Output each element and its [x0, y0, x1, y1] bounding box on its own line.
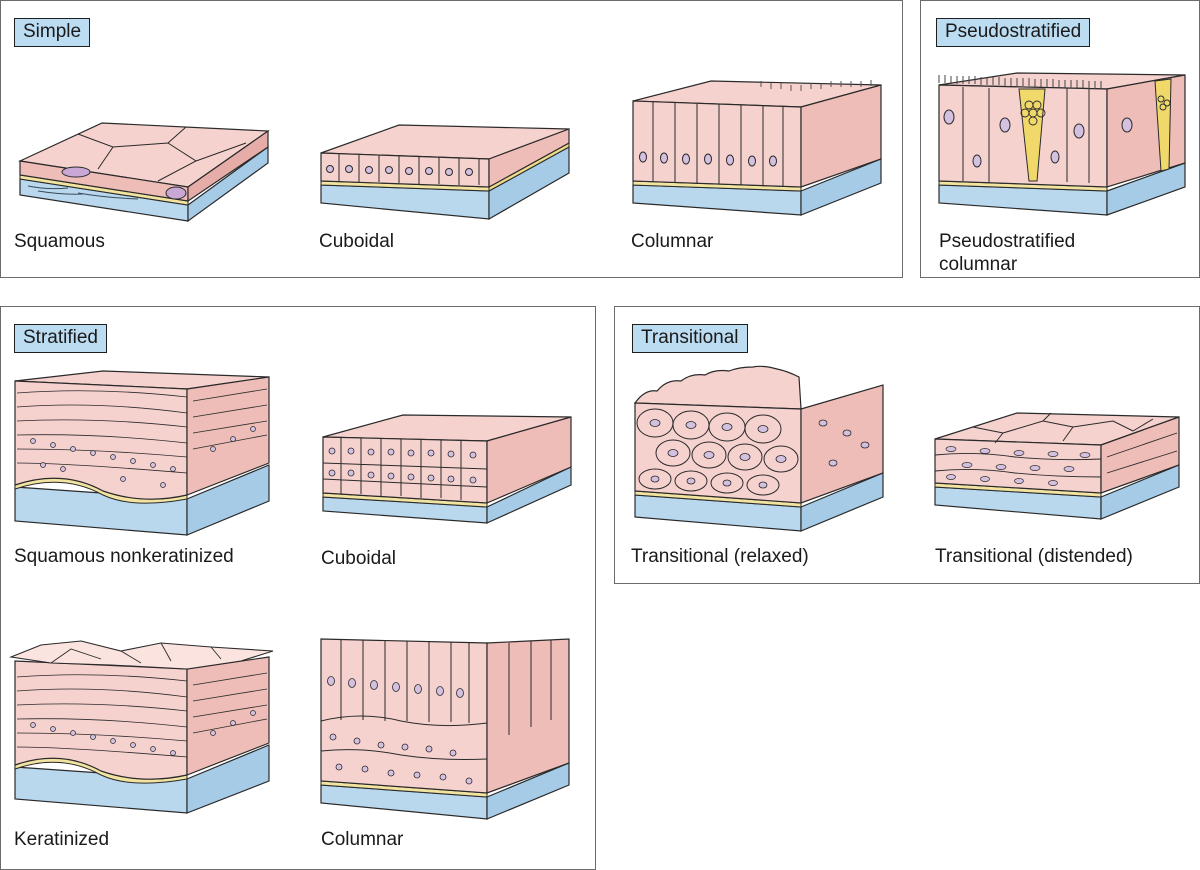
- caption-stratified-cuboidal: Cuboidal: [321, 548, 396, 569]
- caption-transitional-relaxed: Transitional (relaxed): [631, 546, 809, 567]
- panel-stratified: Stratified Squamous nonkeratinized Cuboi…: [0, 306, 596, 870]
- caption-stratified-keratinized: Keratinized: [14, 829, 110, 850]
- stratified-squamous-block: [14, 370, 270, 536]
- panel-pseudostratified-label: Pseudostratified: [936, 18, 1091, 47]
- transitional-relaxed-block: [633, 365, 884, 532]
- transitional-distended-block: [934, 412, 1180, 520]
- stratified-columnar-block: [320, 638, 570, 820]
- caption-pseudostratified-columnar: Pseudostratified columnar: [939, 231, 1076, 275]
- panel-transitional-label: Transitional: [632, 324, 748, 353]
- squamous-cells: [17, 122, 270, 203]
- caption-simple-squamous: Squamous: [14, 231, 105, 252]
- stratified-cuboidal-block: [322, 414, 572, 524]
- caption-transitional-distended: Transitional (distended): [935, 546, 1133, 567]
- panel-simple-label: Simple: [14, 18, 91, 47]
- simple-squamous-block: [17, 122, 270, 223]
- pseudostratified-block: [938, 72, 1186, 216]
- stratified-keratinized-block: [8, 640, 274, 814]
- caption-simple-columnar: Columnar: [631, 231, 714, 252]
- caption-stratified-columnar: Columnar: [321, 829, 404, 850]
- panel-pseudostratified: Pseudostratified Pseudostratified column…: [920, 0, 1200, 278]
- caption-stratified-squamous-nonkeratinized: Squamous nonkeratinized: [14, 546, 234, 567]
- panel-transitional: Transitional Transitional (relaxed): [614, 306, 1200, 584]
- simple-cuboidal-block: [320, 124, 570, 221]
- panel-simple: Simple Squamous Cuboidal: [0, 0, 903, 278]
- caption-simple-cuboidal: Cuboidal: [319, 231, 394, 252]
- panel-stratified-label: Stratified: [14, 324, 107, 353]
- simple-columnar-block: [632, 80, 882, 216]
